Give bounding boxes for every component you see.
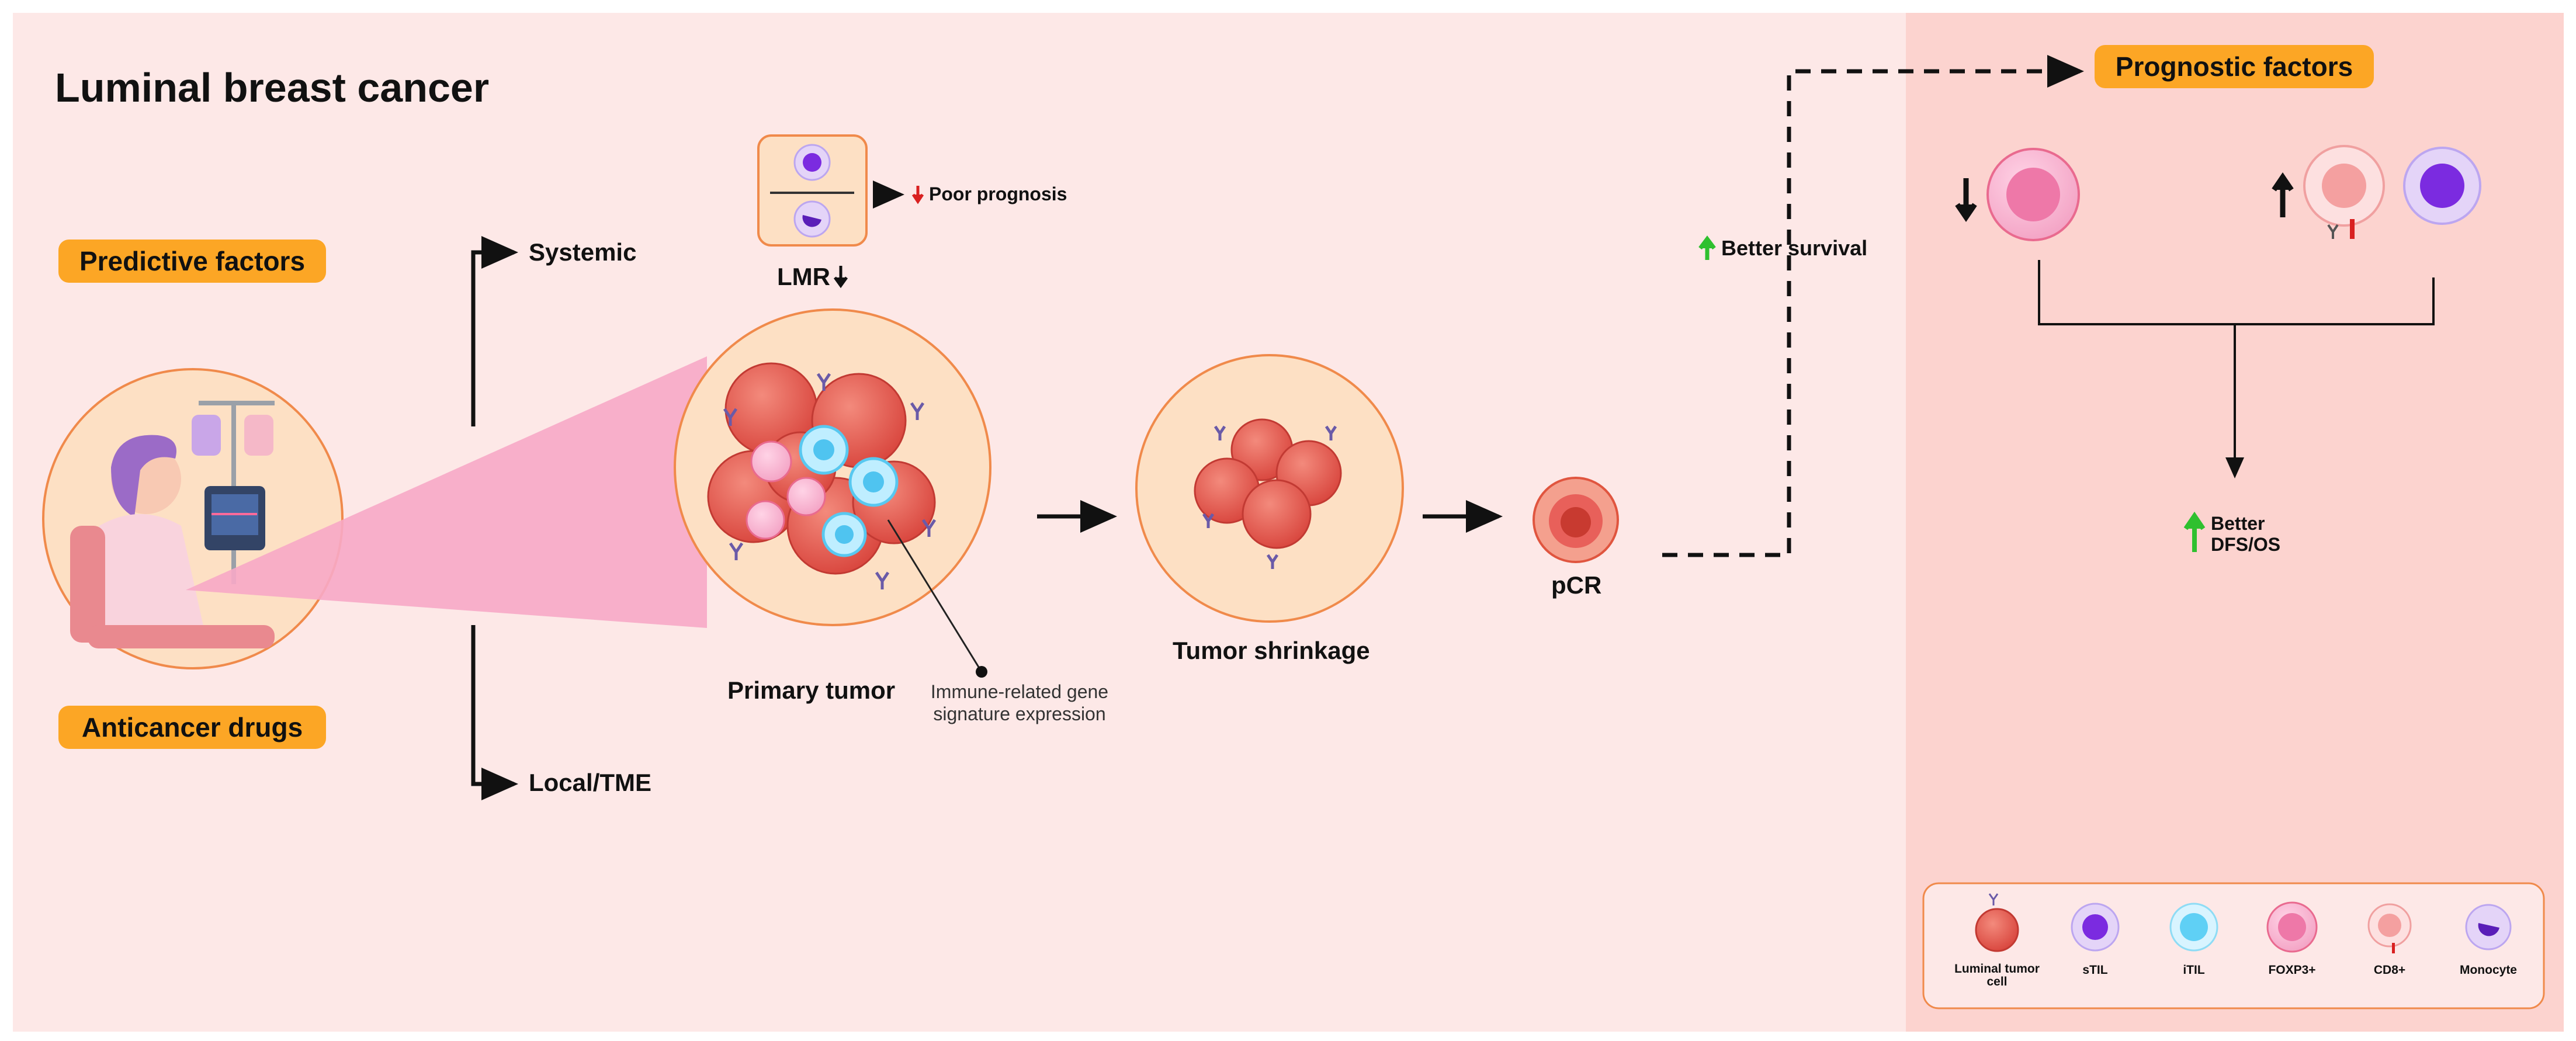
lmr-box — [757, 134, 868, 247]
branch-arrows — [471, 236, 518, 800]
merge-lines — [2038, 260, 2435, 478]
pcr-label: pCR — [1551, 571, 1602, 599]
legend-icons — [1975, 893, 2512, 953]
immune-gene-line-2: signature expression — [933, 703, 1106, 724]
tumor-shrinkage-label: Tumor shrinkage — [1173, 637, 1370, 664]
legend-label-itil: iTIL — [2183, 963, 2205, 977]
better-dfs-line-1: Better — [2211, 513, 2265, 534]
primary-tumor-illustration — [674, 308, 991, 678]
legend-luminal-line-2: cell — [1986, 975, 2008, 988]
down-arrow-foxp3 — [1955, 178, 1977, 222]
prognostic-cells — [1955, 145, 2481, 241]
systemic-label: Systemic — [529, 238, 637, 266]
tumor-shrinkage-illustration — [1135, 354, 1404, 623]
prognostic-factors-badge: Prognostic factors — [2095, 45, 2374, 88]
anticancer-drugs-badge: Anticancer drugs — [58, 706, 326, 749]
immune-gene-line-1: Immune-related gene — [930, 681, 1109, 702]
legend-luminal-line-1: Luminal tumor — [1954, 962, 2040, 976]
legend-label-foxp3: FOXP3+ — [2268, 963, 2316, 977]
poor-prognosis-label: Poor prognosis — [929, 183, 1067, 204]
patient-illustration — [42, 368, 344, 669]
local-tme-label: Local/TME — [529, 769, 652, 796]
legend-box — [1922, 882, 2545, 1009]
poor-prognosis-down-arrow — [911, 186, 924, 204]
lmr-label: LMR — [777, 263, 830, 290]
legend-label-cd8: CD8+ — [2373, 963, 2406, 977]
better-dfs-up-arrow — [2183, 511, 2206, 552]
primary-tumor-label: Primary tumor — [727, 676, 896, 704]
legend-label-luminal: Luminal tumor cell — [1947, 963, 2047, 988]
legend-label-monocyte: Monocyte — [2459, 963, 2517, 977]
immune-gene-label: Immune-related gene signature expression — [906, 681, 1133, 725]
better-dfs-line-2: DFS/OS — [2211, 534, 2281, 555]
lmr-down-arrow — [833, 266, 848, 289]
better-survival-label: Better survival — [1721, 236, 1868, 260]
diagram-title: Luminal breast cancer — [55, 65, 490, 110]
up-arrow-cd8-stil — [2272, 172, 2294, 217]
zoom-wedge — [186, 356, 707, 628]
pcr-cell — [1533, 477, 1619, 563]
dashed-arrow-prognostic — [1662, 55, 2084, 557]
better-survival-up-arrow — [1698, 235, 1716, 260]
better-dfs-label: Better DFS/OS — [2211, 513, 2280, 555]
predictive-factors-badge: Predictive factors — [58, 240, 326, 283]
legend-label-stil: sTIL — [2082, 963, 2108, 977]
